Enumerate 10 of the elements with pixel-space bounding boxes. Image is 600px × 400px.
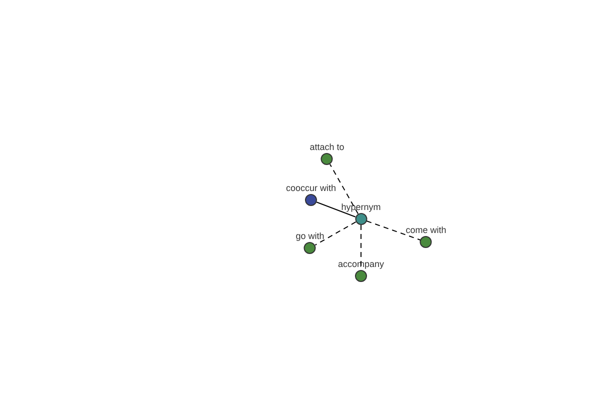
node-label: go with	[296, 231, 324, 241]
node-label: cooccur with	[286, 183, 336, 193]
node-label: come with	[406, 225, 446, 235]
connector-line	[329, 164, 359, 214]
node-label: accompany	[338, 259, 384, 269]
connector-line	[314, 221, 356, 246]
node-label: hypernym	[341, 202, 381, 212]
node-label: attach to	[310, 142, 344, 152]
connector-line	[366, 220, 421, 240]
connector-line	[316, 202, 356, 218]
